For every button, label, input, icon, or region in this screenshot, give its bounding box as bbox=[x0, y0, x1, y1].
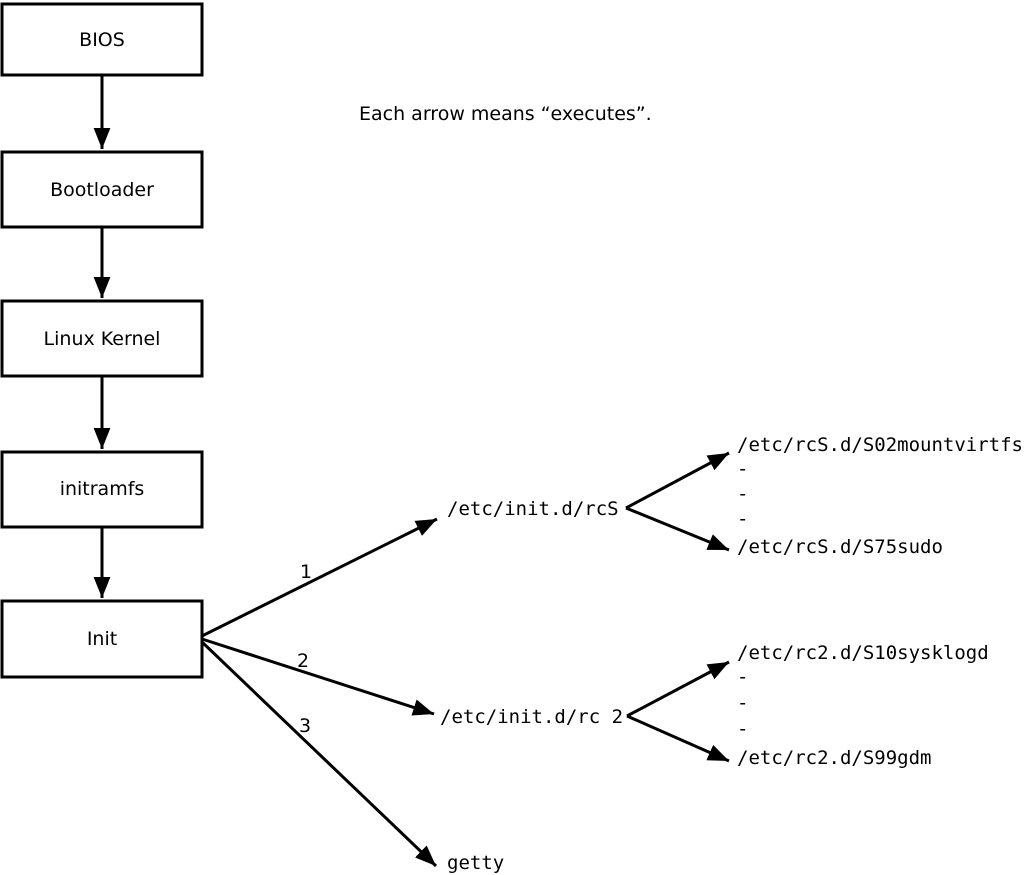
rcS-scripts-ellipsis-1: - bbox=[737, 458, 748, 480]
rc2-scripts-ellipsis-2: - bbox=[737, 692, 748, 714]
rcS-script-last: /etc/rcS.d/S75sudo bbox=[737, 536, 943, 558]
linux-kernel-label: Linux Kernel bbox=[44, 328, 161, 350]
arrow-init-to-rc2 bbox=[201, 637, 435, 716]
getty-label: getty bbox=[447, 852, 504, 874]
bootloader-label: Bootloader bbox=[50, 179, 154, 201]
note-text: Each arrow means “executes”. bbox=[359, 103, 652, 125]
arrow-init-to-rcS bbox=[201, 517, 438, 638]
arrow-rcS-to-last-script bbox=[625, 506, 730, 552]
arrow-rcS-to-first-script bbox=[625, 451, 730, 510]
bios-box bbox=[0, 2, 204, 77]
rc2-scripts-ellipsis-3: - bbox=[737, 718, 748, 740]
init-label: Init bbox=[87, 628, 117, 650]
arrow-init-to-getty bbox=[200, 640, 438, 868]
rcS-label: /etc/init.d/rcS bbox=[447, 498, 619, 520]
arrow-2-label: 2 bbox=[297, 650, 309, 672]
arrow-rc2-to-last-script bbox=[626, 714, 730, 763]
rc2-label: /etc/init.d/rc 2 bbox=[440, 706, 623, 728]
init-box bbox=[0, 599, 204, 679]
rc2-script-first: /etc/rc2.d/S10sysklogd bbox=[737, 642, 989, 664]
rcS-scripts-ellipsis-2: - bbox=[737, 483, 748, 505]
rc2-scripts-ellipsis-1: - bbox=[737, 666, 748, 688]
arrow-3-label: 3 bbox=[299, 715, 311, 737]
bios-label: BIOS bbox=[79, 29, 125, 51]
rc2-script-last: /etc/rc2.d/S99gdm bbox=[737, 747, 931, 769]
rcS-script-first: /etc/rcS.d/S02mountvirtfs bbox=[737, 434, 1023, 456]
initramfs-box bbox=[0, 450, 204, 529]
initramfs-label: initramfs bbox=[60, 478, 145, 500]
bootloader-box bbox=[0, 150, 204, 229]
arrow-rc2-to-first-script bbox=[626, 660, 730, 718]
arrow-1-label: 1 bbox=[300, 561, 312, 583]
rcS-scripts-ellipsis-3: - bbox=[737, 508, 748, 530]
